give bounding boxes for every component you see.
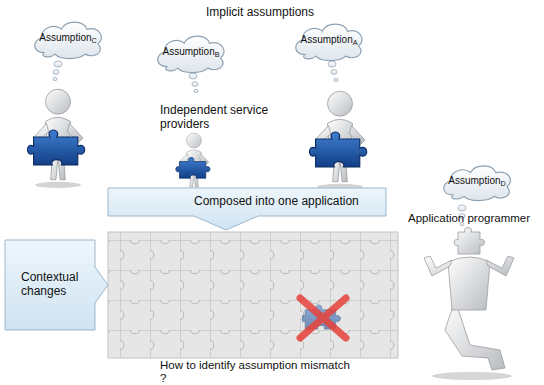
question-label: How to identify assumption mismatch ?: [160, 359, 350, 385]
context-arrow: Contextual changes: [5, 240, 95, 330]
provider-figure: [176, 133, 210, 192]
assumption-text: AssumptionA: [289, 34, 368, 46]
programmer-figure: [424, 228, 514, 381]
provider-figure: [309, 91, 366, 190]
thought-cloud: AssumptionD: [437, 160, 516, 202]
node-text: Contextual changes: [5, 271, 91, 299]
assumption-text: AssumptionC: [28, 32, 107, 44]
thought-cloud: AssumptionB: [151, 30, 230, 74]
assumption-text: AssumptionD: [437, 175, 516, 187]
heading-label: Implicit assumptions: [206, 6, 336, 20]
thought-cloud: AssumptionC: [28, 16, 107, 60]
puzzle-board: [108, 232, 398, 358]
role-label: Application programmer: [408, 212, 542, 225]
node-text: Composed into one application: [108, 195, 364, 209]
group-label: Independent service providers: [160, 104, 290, 132]
compose-banner: Composed into one application: [108, 188, 386, 216]
provider-figure: [27, 89, 84, 188]
thought-cloud: AssumptionA: [289, 18, 368, 62]
assumption-text: AssumptionB: [151, 46, 230, 58]
